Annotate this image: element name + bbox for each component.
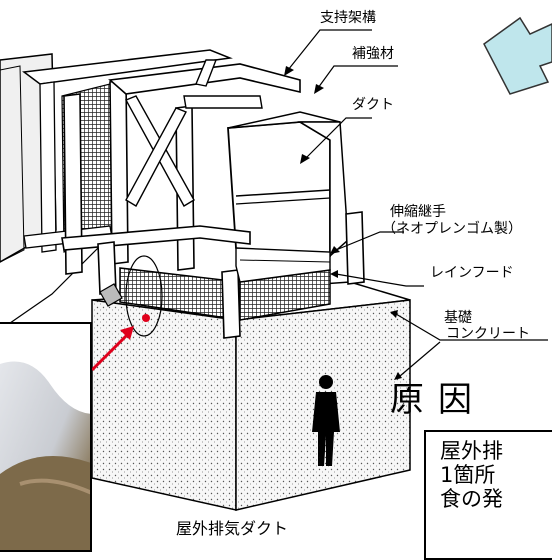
label-expansion-joint-2: （ネオプレンゴム製） (382, 221, 522, 237)
foundation-front (91, 299, 237, 511)
label-rain-hood: レインフード (430, 265, 514, 281)
cause-box: 屋外排 1箇所 食の発 (424, 430, 552, 560)
duct-illustration (0, 16, 552, 511)
cause-title: 原因 (390, 380, 486, 420)
diagram-canvas: 支持架構 補強材 ダクト 伸縮継手 （ネオプレンゴム製） レインフード 基礎 コ… (0, 10, 552, 560)
label-reinforcement: 補強材 (352, 46, 394, 62)
label-foundation-1: 基礎 (444, 310, 472, 326)
photo-content (0, 324, 90, 550)
support-frame-left-post (63, 93, 83, 275)
diagram-caption: 屋外排気ダクト (176, 519, 289, 538)
inset-photo (0, 322, 92, 552)
reinforcement-member (195, 59, 218, 87)
red-pointer-arrow (90, 332, 130, 372)
label-foundation-2: コンクリート (446, 326, 530, 342)
expansion-joint (235, 247, 331, 283)
duct-side (297, 121, 349, 258)
person-silhouette (312, 375, 340, 466)
small-hood (99, 283, 123, 307)
label-duct: ダクト (352, 97, 394, 113)
label-support-frame: 支持架構 (320, 10, 376, 26)
damage-marker (142, 314, 150, 322)
direction-arrow (483, 16, 552, 95)
cause-line-3: 食の発 (440, 487, 503, 511)
support-frame-right-post (345, 211, 365, 285)
cause-line-2: 1箇所 (440, 463, 496, 487)
damage-circle (125, 255, 163, 337)
cause-line-1: 屋外排 (440, 439, 503, 463)
label-expansion-joint-1: 伸縮継手 (390, 204, 446, 220)
